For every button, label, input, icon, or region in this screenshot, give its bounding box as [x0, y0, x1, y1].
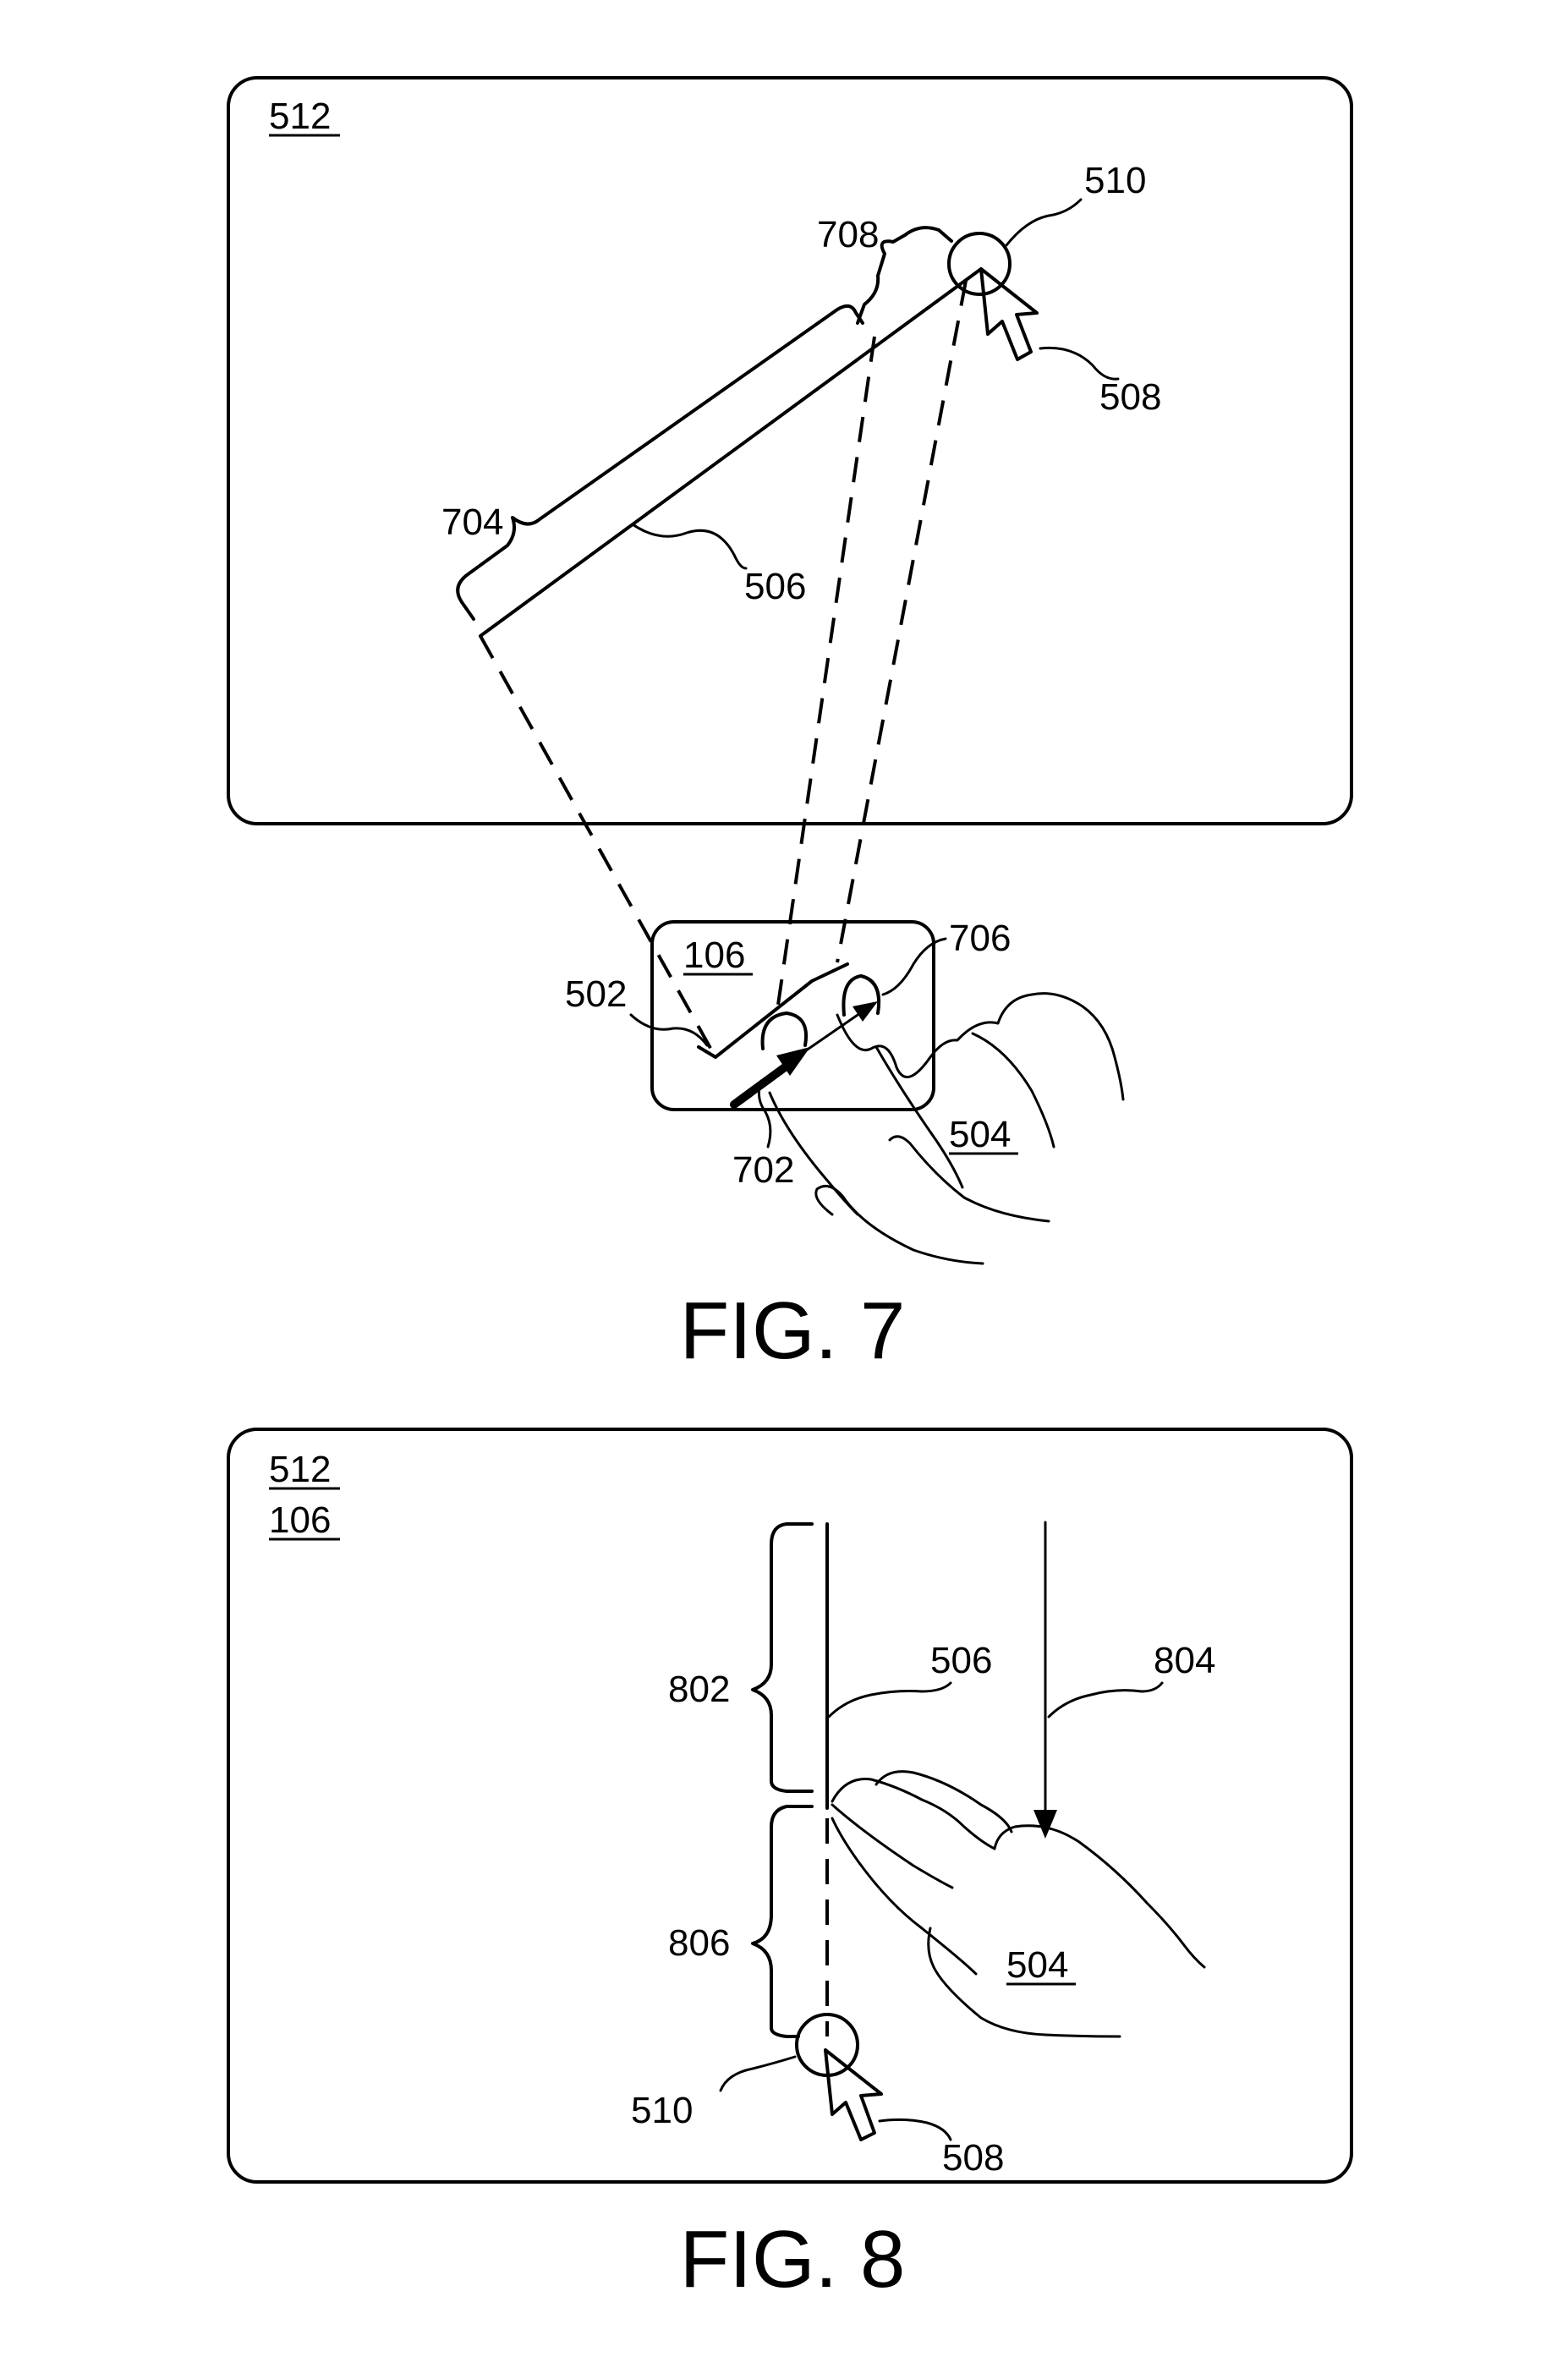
fig7-label-504: 504: [949, 1114, 1011, 1155]
fig8-hand-index: [876, 1772, 1012, 1832]
fig7-arrow-second-head: [853, 1001, 878, 1022]
fig7-label-502: 502: [565, 973, 627, 1015]
fig8-display-label: 512: [269, 1449, 331, 1490]
fig7-label-508: 508: [1099, 376, 1161, 418]
fig7-label-506: 506: [744, 566, 806, 607]
fig7-display-frame: [228, 78, 1351, 824]
fig8-label-804: 804: [1154, 1640, 1215, 1681]
fig8-hand-finger-a: [832, 1805, 952, 1888]
fig8-label-802: 802: [668, 1669, 730, 1710]
fig7-projection-line-c: [837, 281, 966, 962]
fig7-label-702: 702: [732, 1149, 794, 1191]
fig7-leader-508: [1040, 348, 1118, 379]
fig8-label-806: 806: [668, 1922, 730, 1964]
fig7-leader-702: [759, 1081, 770, 1147]
fig8-hand-504: [832, 1779, 1204, 1967]
fig7-projection-line-b: [776, 337, 874, 1017]
fig8-leader-506: [829, 1683, 951, 1717]
fig7-caption: FIG. 7: [680, 1285, 906, 1376]
fig8-touch-surface-label: 106: [269, 1499, 331, 1541]
fig7-label-704: 704: [441, 502, 503, 543]
fig7-label-708: 708: [817, 214, 879, 255]
fig8-label-508: 508: [942, 2137, 1004, 2179]
fig7-label-706: 706: [949, 918, 1011, 959]
fig8-motion-arrow-head: [1033, 1810, 1057, 1839]
fig7-cursor-508: [981, 269, 1037, 359]
fig7-touch-surface-label: 106: [683, 935, 745, 976]
fig7-leader-506: [633, 524, 746, 568]
fig7-label-510: 510: [1084, 160, 1146, 201]
fig8-leader-804: [1049, 1683, 1162, 1717]
fig7-leader-502: [631, 1015, 707, 1045]
figure-7: 512 106: [228, 78, 1351, 1376]
fig7-leader-510: [1006, 200, 1081, 245]
fig8-label-506: 506: [930, 1640, 992, 1681]
fig7-line-506: [480, 269, 981, 636]
fig8-leader-510: [721, 2057, 795, 2091]
fig7-display-label: 512: [269, 96, 331, 137]
fig8-hand-finger-b: [832, 1818, 976, 1974]
fig8-brace-802: [753, 1524, 812, 1791]
figure-8: 512 106 506 804 802 806: [228, 1429, 1351, 2305]
fig7-hand-504: [837, 994, 1123, 1099]
fig7-leader-706: [883, 939, 946, 995]
fig8-label-510: 510: [631, 2090, 693, 2131]
fig7-gesture-path-502: [699, 964, 847, 1057]
fig7-fingertip-702: [763, 1013, 807, 1049]
fig8-caption: FIG. 8: [680, 2214, 906, 2305]
fig8-leader-508: [880, 2119, 951, 2140]
fig8-label-504: 504: [1006, 1944, 1068, 1986]
fig8-brace-806: [753, 1806, 812, 2036]
